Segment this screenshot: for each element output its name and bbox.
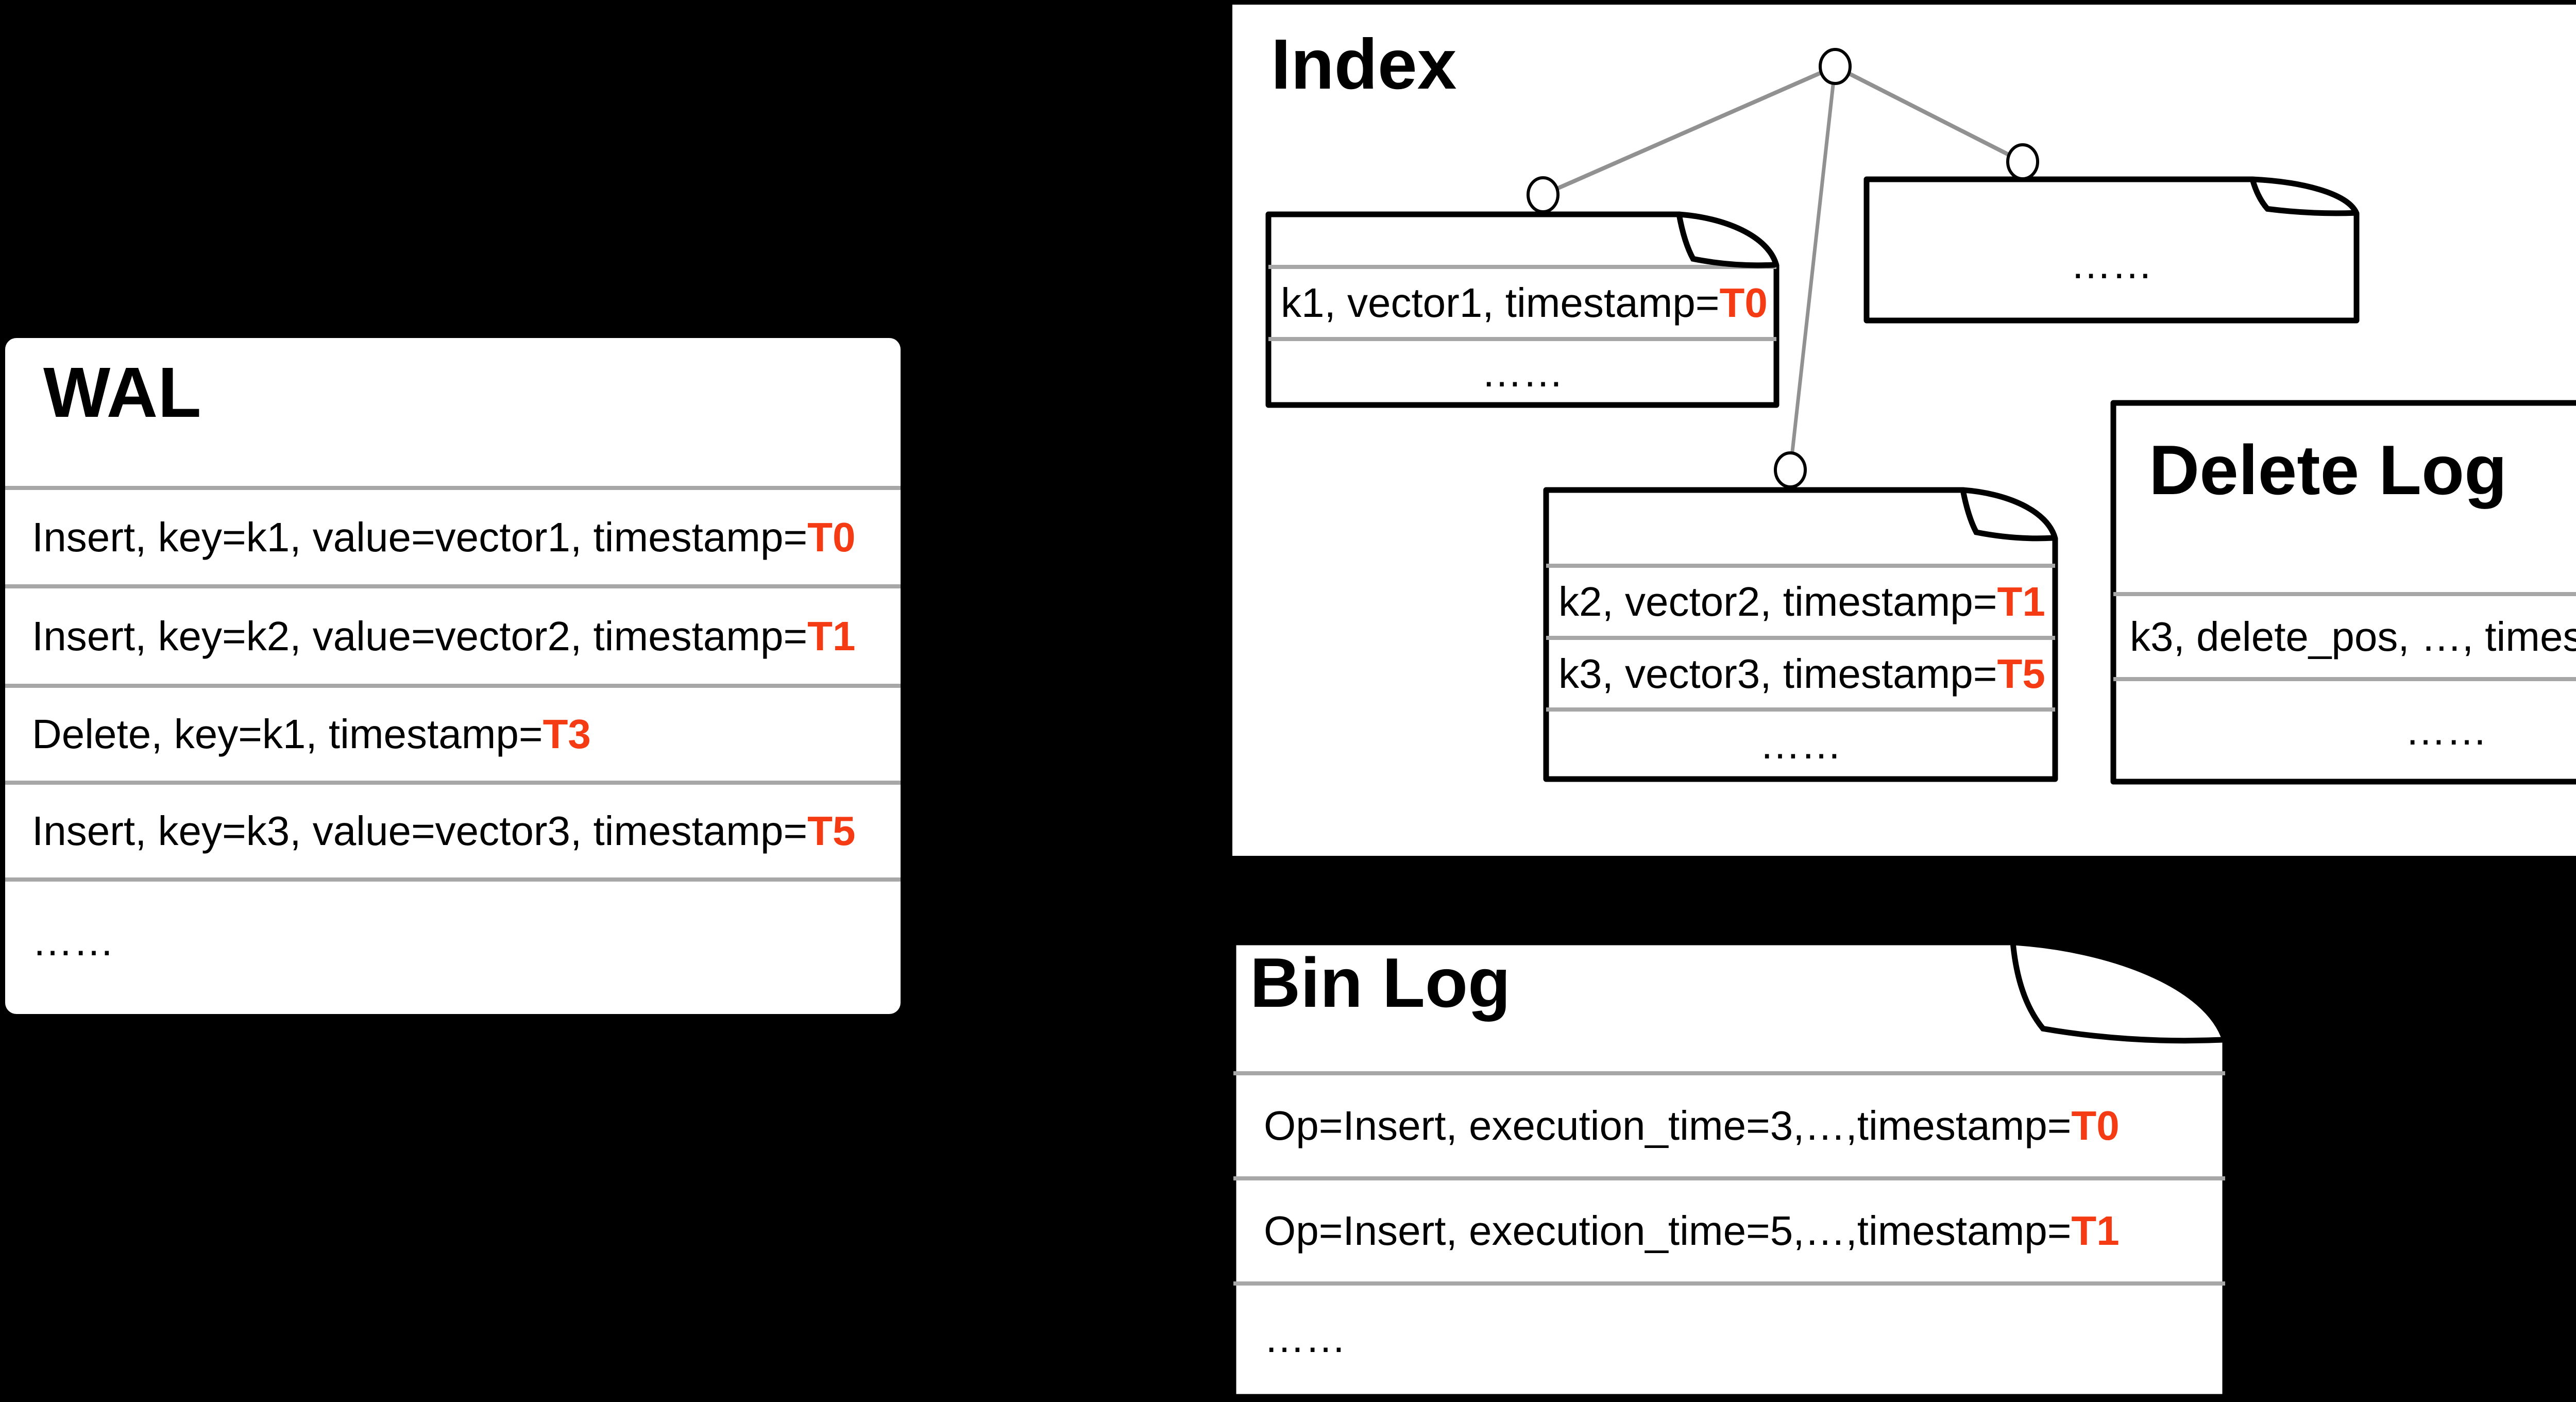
bin-log-row-text: …… <box>1264 1315 1346 1361</box>
timestamp-value: T3 <box>543 711 591 757</box>
delete-log-doc: Delete Log k3, delete_pos, …, timestamp=… <box>2110 400 2576 785</box>
delete-log-row-text: k3, delete_pos, …, timestamp= <box>2130 613 2576 660</box>
segment-row-ellipsis: …… <box>1543 710 2058 780</box>
segment-row: k2, vector2, timestamp=T1 <box>1543 566 2058 638</box>
index-panel: Index k1, vector1, timestamp=T0 …… k2, v… <box>1232 5 2576 856</box>
segment-row-ellipsis: …… <box>1863 176 2360 324</box>
tree-node-left <box>1527 176 1560 213</box>
bin-log-row: Op=Insert, execution_time=3,…,timestamp=… <box>1230 1073 2228 1178</box>
bin-log-row-text: Op=Insert, execution_time=3,…,timestamp= <box>1264 1103 2072 1148</box>
timestamp-value: T0 <box>1719 280 1768 326</box>
wal-row: Delete, key=k1, timestamp=T3 <box>5 684 901 781</box>
segment-row-text: k1, vector1, timestamp= <box>1281 280 1720 326</box>
wal-row-text: Insert, key=k1, value=vector1, timestamp… <box>32 514 808 560</box>
segment-row-ellipsis: …… <box>1265 339 1780 406</box>
bin-log-row-ellipsis: …… <box>1230 1283 2228 1400</box>
wal-row: Insert, key=k3, value=vector3, timestamp… <box>5 781 901 877</box>
segment-row-text: …… <box>1759 721 1842 767</box>
segment-row: k1, vector1, timestamp=T0 <box>1265 267 1780 339</box>
timestamp-value: T1 <box>2071 1208 2120 1254</box>
delete-log-row-text: …… <box>2405 707 2487 753</box>
wal-row: Insert, key=k2, value=vector2, timestamp… <box>5 584 901 684</box>
timestamp-value: T5 <box>807 808 856 854</box>
segment-row-text: …… <box>2070 241 2153 287</box>
bin-log-title: Bin Log <box>1250 943 1511 1022</box>
segment-row-text: …… <box>1481 349 1564 395</box>
index-title: Index <box>1271 25 1457 104</box>
timestamp-value: T1 <box>807 613 856 659</box>
wal-row: Insert, key=k1, value=vector1, timestamp… <box>5 486 901 584</box>
delete-log-row: k3, delete_pos, …, timestamp=T3 <box>2110 594 2576 679</box>
wal-table: WAL Insert, key=k1, value=vector1, times… <box>5 338 901 1014</box>
tree-node-middle <box>1774 451 1807 488</box>
tree-node-right <box>2006 143 2039 180</box>
timestamp-value: T0 <box>2071 1103 2120 1148</box>
wal-row-text: …… <box>32 918 114 964</box>
index-segment-doc-1: k1, vector1, timestamp=T0 …… <box>1265 211 1780 408</box>
index-segment-doc-2: k2, vector2, timestamp=T1 k3, vector3, t… <box>1543 487 2058 782</box>
wal-row-ellipsis: …… <box>5 877 901 1014</box>
segment-row-text: k2, vector2, timestamp= <box>1558 579 1997 624</box>
wal-row-text: Insert, key=k3, value=vector3, timestamp… <box>32 808 808 854</box>
wal-row-text: Delete, key=k1, timestamp= <box>32 711 543 757</box>
segment-row: k3, vector3, timestamp=T5 <box>1543 638 2058 710</box>
delete-log-row-ellipsis: …… <box>2110 679 2576 782</box>
tree-node-root <box>1819 48 1852 85</box>
index-segment-doc-3: …… <box>1863 176 2360 324</box>
wal-row-text: Insert, key=k2, value=vector2, timestamp… <box>32 613 808 659</box>
timestamp-value: T1 <box>1997 579 2045 624</box>
bin-log-row: Op=Insert, execution_time=5,…,timestamp=… <box>1230 1178 2228 1283</box>
wal-title: WAL <box>43 353 201 432</box>
timestamp-value: T0 <box>807 514 856 560</box>
segment-row-text: k3, vector3, timestamp= <box>1558 650 1997 697</box>
bin-log-doc: Bin Log Op=Insert, execution_time=3,…,ti… <box>1230 939 2228 1400</box>
bin-log-row-text: Op=Insert, execution_time=5,…,timestamp= <box>1264 1208 2072 1254</box>
delete-log-title: Delete Log <box>2149 431 2507 509</box>
timestamp-value: T5 <box>1997 650 2045 697</box>
